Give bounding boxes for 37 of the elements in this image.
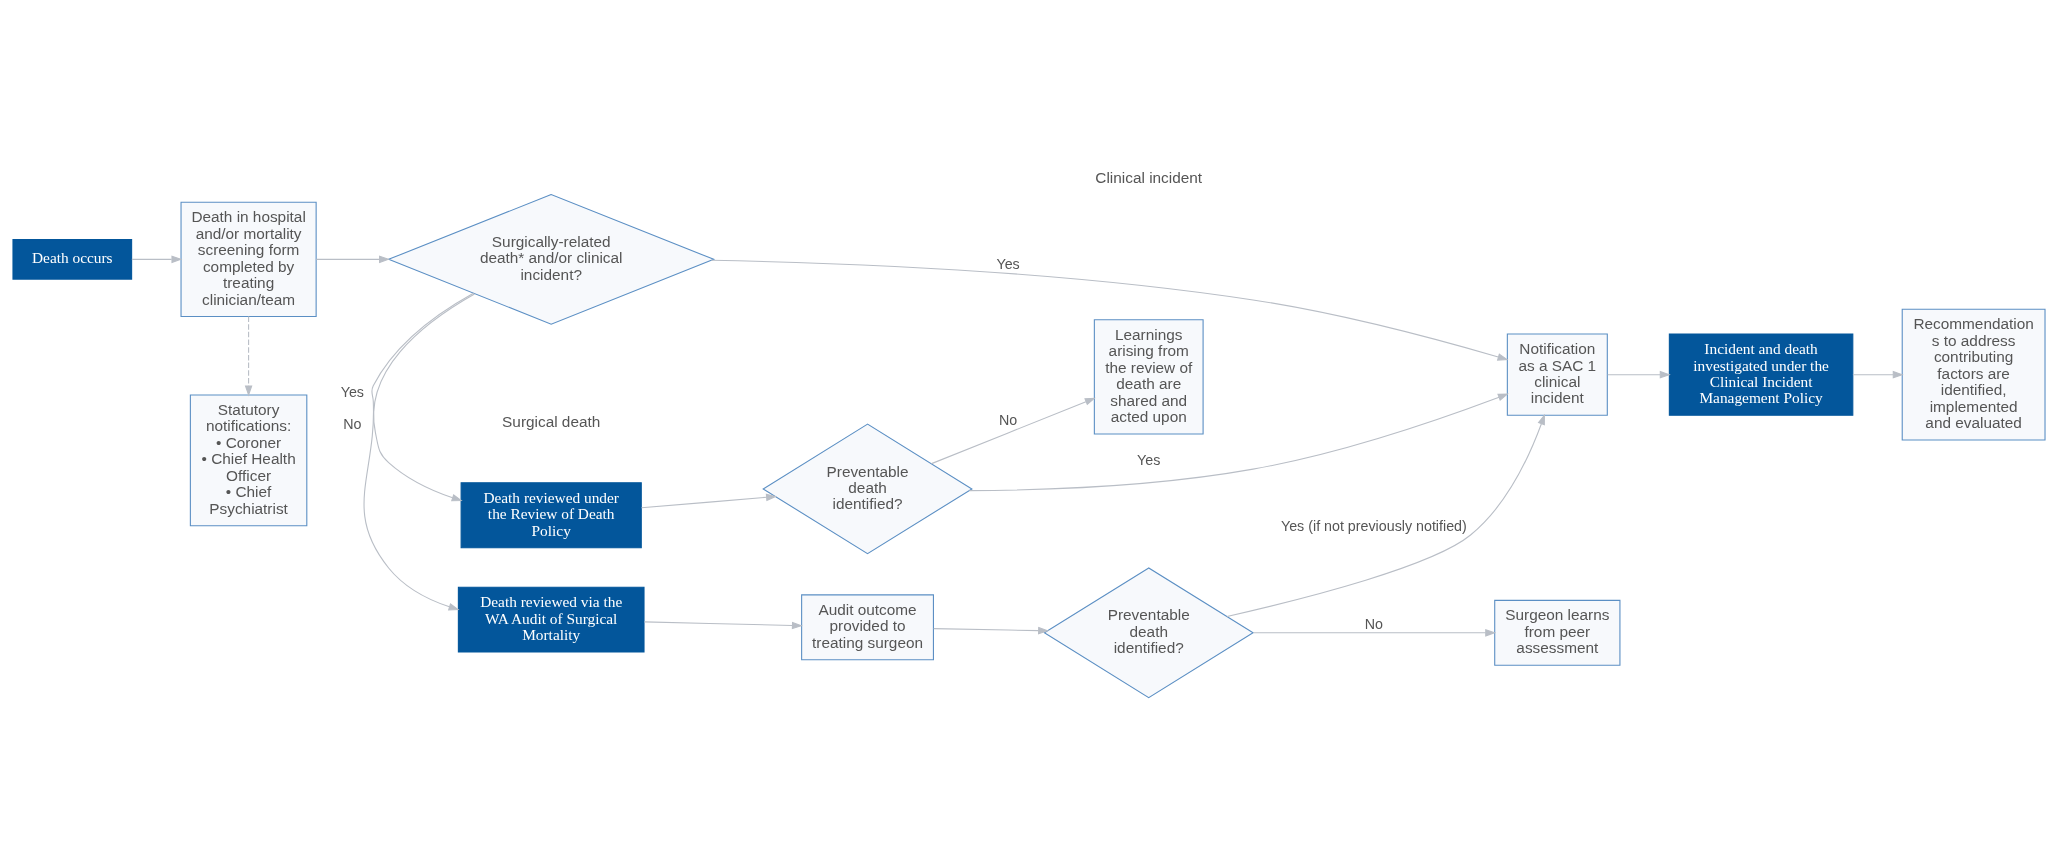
node-box: Death in hospital and/or mortality screening form completed by treating clinician/team [180, 201, 317, 317]
arrow [931, 397, 1096, 464]
edge-label: Yes [340, 383, 365, 400]
arrow [710, 259, 1509, 361]
arrow [315, 255, 391, 263]
arrow [933, 626, 1050, 634]
node-box: Death occurs [12, 238, 133, 280]
arrow [640, 493, 778, 508]
edge-label: No [1364, 615, 1384, 632]
edge-label: No [999, 411, 1018, 428]
node-box: Audit outcome provided to treating surgeon [801, 593, 934, 660]
node-diamond: Preventable death identified? [1043, 566, 1255, 698]
edge-label: Yes [1137, 451, 1161, 468]
node-box: Incident and death investigated under the Clinical Incident Management Policy [1668, 333, 1854, 416]
edge-label: Yes (if not previously notified) [1280, 517, 1467, 534]
node-box: Notification as a SAC 1 clinical incident [1506, 333, 1608, 416]
arrow [1252, 628, 1497, 637]
arrow [1607, 370, 1671, 379]
node-box: Death reviewed under the Review of Death Policy [460, 481, 642, 548]
label: Clinical incident [1095, 168, 1203, 186]
node-box: Death reviewed via the WA Audit of Surgical Mortality [457, 586, 645, 653]
edge-label: No [343, 415, 362, 432]
node-box: Learnings arising from the review of death are shared and acted upon [1093, 318, 1204, 435]
arrow [373, 292, 476, 501]
arrow [1852, 370, 1904, 379]
arrow [643, 620, 803, 629]
node-box: Recommendations to address contributing factors are identified, implemented and evaluated [1901, 308, 2046, 441]
node-box: Statutory notifications: • Coroner • Chief Health Officer • Chief Psychiatrist [189, 393, 308, 526]
arrow [244, 315, 253, 396]
arrow [131, 255, 183, 263]
node-diamond: Surgically-related death* and/or clinical incident? [387, 193, 716, 325]
arrow [1226, 413, 1545, 617]
arrow [968, 393, 1509, 491]
edge-label: Yes [996, 255, 1020, 272]
node-box: Surgeon learns from peer assessment [1494, 599, 1621, 666]
label: Surgical death [502, 412, 601, 430]
arrow [363, 292, 474, 610]
